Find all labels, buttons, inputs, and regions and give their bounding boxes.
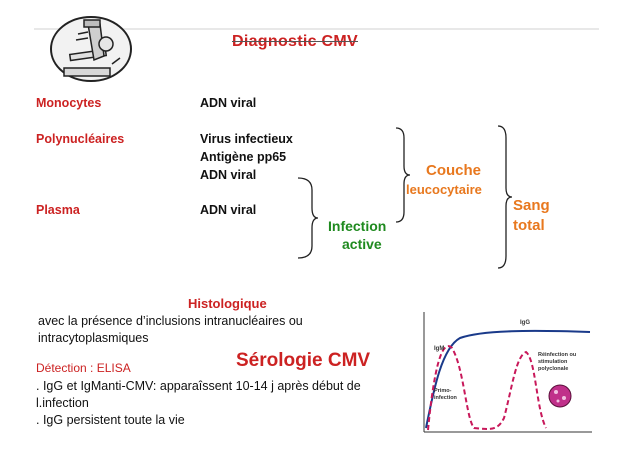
row-polynucleaires: Polynucléaires — [36, 132, 125, 146]
brace-couche — [395, 127, 411, 223]
label-igm: IgM — [434, 346, 445, 352]
virus-icon — [548, 384, 572, 408]
group-couche-line2: leucocytaire — [406, 182, 482, 197]
serologie-line1: . IgG et IgManti-CMV: apparaîssent 10-14… — [36, 379, 361, 393]
item-monocytes-adn: ADN viral — [200, 96, 257, 110]
serologie-line2: l.infection — [36, 396, 89, 410]
item-antigene-pp65: Antigène pp65 — [200, 150, 287, 164]
detection-elisa: Détection : ELISA — [36, 361, 131, 375]
label-igg: IgG — [520, 320, 530, 326]
brace-infection-active — [297, 177, 319, 259]
slide-title: Diagnostic CMV — [232, 33, 358, 50]
label-primo-1: Primo- — [434, 388, 452, 394]
row-monocytes: Monocytes — [36, 96, 102, 110]
group-sang-line2: total — [513, 217, 545, 234]
row-plasma: Plasma — [36, 203, 80, 217]
label-reinf-1: Réinfection ou — [538, 352, 577, 358]
antibody-graph: IgM IgG Primo- infection Réinfection ou … — [412, 308, 596, 442]
group-infection-line1: Infection — [328, 218, 387, 234]
serologie-title: Sérologie CMV — [236, 350, 371, 371]
histologique-heading: Histologique — [188, 296, 267, 311]
microscope-icon — [50, 16, 132, 82]
label-reinf-2: stimulation — [538, 359, 568, 365]
igg-curve — [425, 329, 591, 429]
item-poly-adn: ADN viral — [200, 168, 257, 182]
label-reinf-3: polyclonale — [538, 366, 569, 372]
histologique-text-line2: intracytoplasmiques — [38, 331, 149, 345]
group-couche-line1: Couche — [426, 162, 482, 179]
group-infection-line2: active — [342, 236, 382, 252]
item-plasma-adn: ADN viral — [200, 203, 257, 217]
item-virus-infectieux: Virus infectieux — [200, 132, 293, 146]
serologie-line3: . IgG persistent toute la vie — [36, 413, 185, 427]
group-sang-line1: Sang — [513, 197, 550, 214]
label-primo-2: infection — [434, 395, 457, 401]
brace-sang-total — [497, 125, 513, 269]
histologique-text-line1: avec la présence d’inclusions intranuclé… — [38, 314, 303, 328]
